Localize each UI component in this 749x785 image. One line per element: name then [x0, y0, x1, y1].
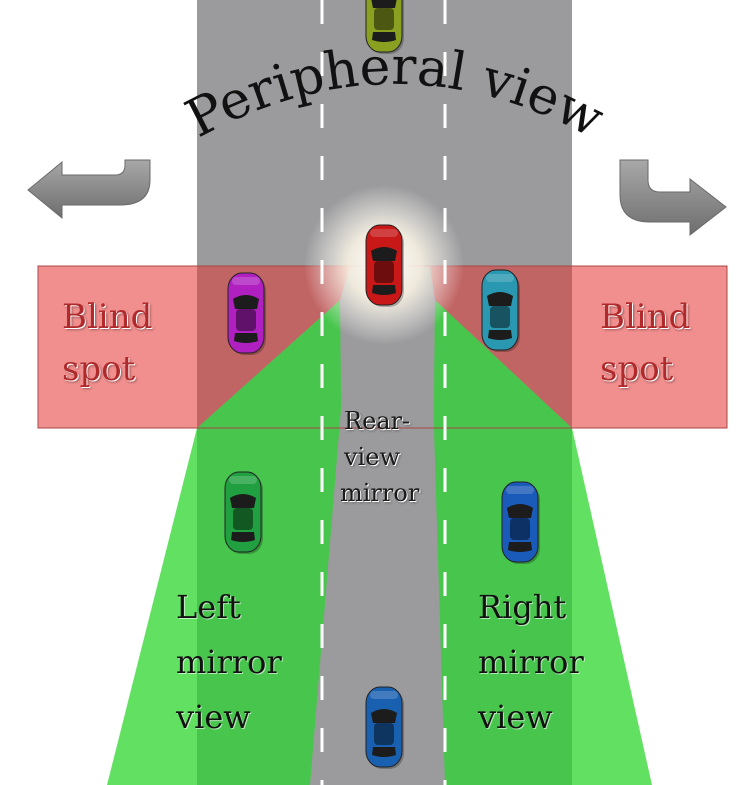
- left-mirror-view-label: Left mirror view: [176, 580, 282, 745]
- cars-layer: [224, 0, 540, 769]
- right-mirror-line-1: Right: [478, 588, 567, 626]
- blind-spot-right-label: Blind spot: [600, 300, 690, 386]
- top-car-icon: [365, 0, 404, 54]
- blind-spot-left-line-1: Blind: [62, 297, 153, 337]
- left-mirror-line-2: mirror: [176, 643, 282, 681]
- rear-view-line-3: mirror: [340, 479, 420, 507]
- ego-car-icon: [365, 224, 404, 307]
- purple-car-icon: [227, 272, 266, 355]
- blue-car-bottom-icon: [365, 686, 404, 769]
- blind-spot-right-line-1: Blind: [600, 297, 691, 337]
- right-mirror-road-overlap: [430, 300, 572, 785]
- left-mirror-road-overlap: [197, 300, 345, 785]
- blind-spot-left-line-2: spot: [62, 349, 136, 389]
- blind-spot-right-line-2: spot: [600, 349, 674, 389]
- rear-view-line-2: view: [344, 443, 400, 471]
- left-mirror-line-1: Left: [176, 588, 241, 626]
- left-arrow-icon: [27, 159, 151, 220]
- right-arrow-icon: [619, 159, 727, 237]
- blind-spot-right-zone: [572, 266, 727, 428]
- blue-car-right-icon: [501, 481, 540, 564]
- right-mirror-line-3: view: [478, 698, 553, 736]
- left-mirror-line-3: view: [176, 698, 251, 736]
- blind-spot-left-label: Blind spot: [62, 300, 152, 386]
- blind-spot-left-zone: [38, 266, 197, 428]
- right-mirror-line-2: mirror: [478, 643, 584, 681]
- rear-view-line-1: Rear-: [344, 407, 411, 435]
- rear-view-mirror-label: Rear- view mirror: [340, 403, 419, 511]
- rear-view-zone: [310, 300, 445, 785]
- teal-car-icon: [481, 269, 520, 352]
- right-mirror-view-label: Right mirror view: [478, 580, 584, 745]
- green-car-icon: [224, 471, 263, 554]
